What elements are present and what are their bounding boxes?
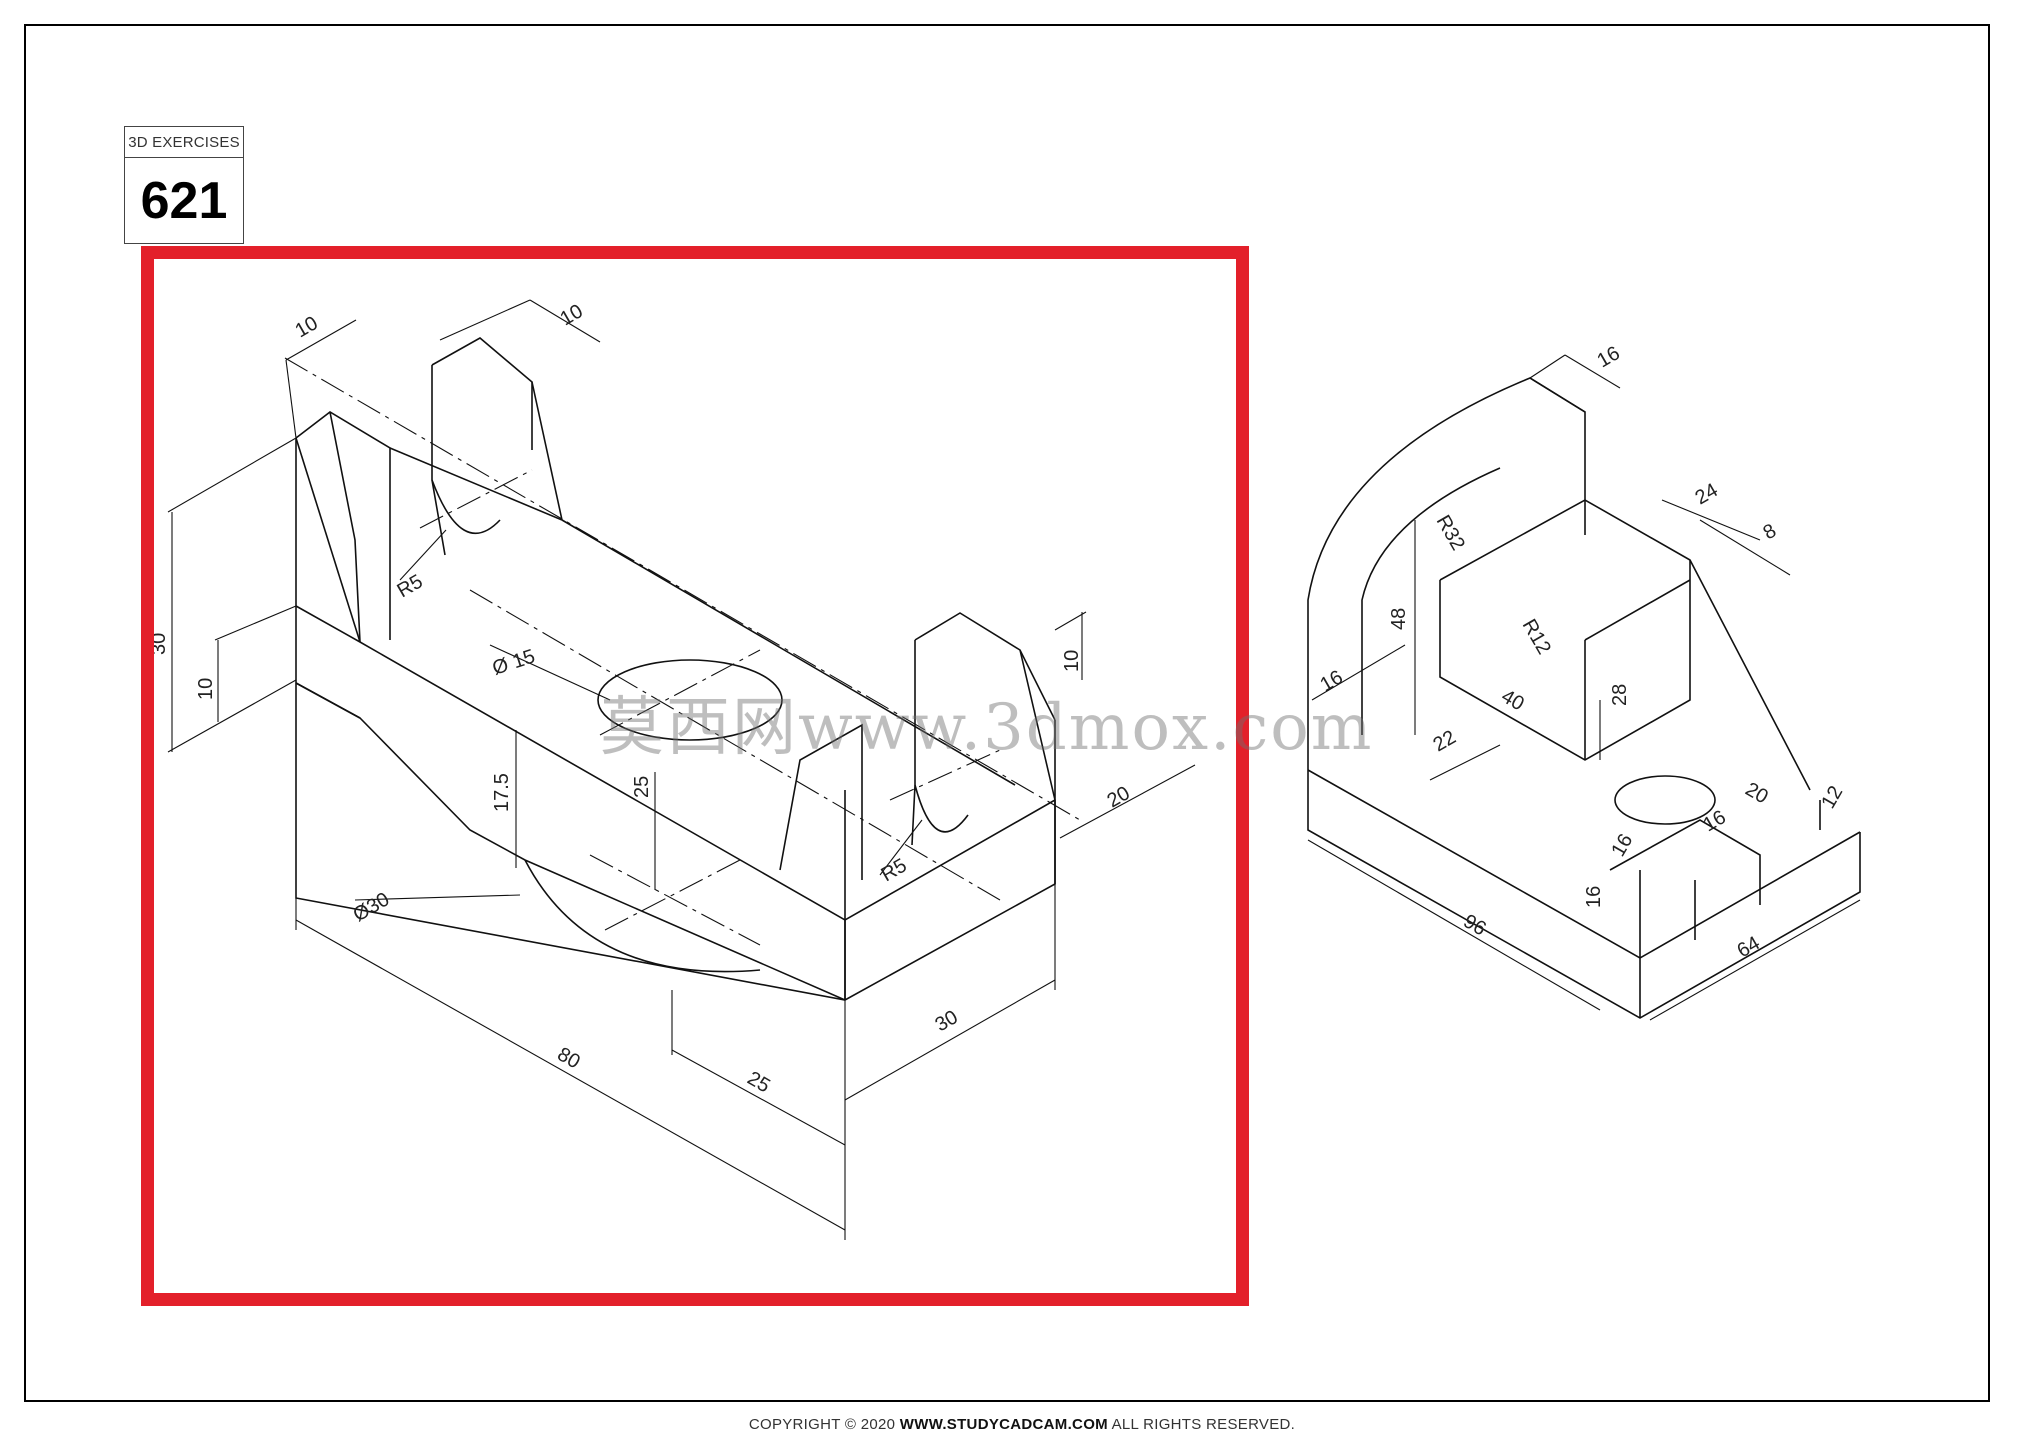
dim-label: R32 [1432, 512, 1469, 555]
dim-label: 16 [1607, 830, 1637, 860]
dim-label: 22 [1430, 726, 1460, 756]
exercise-number: 621 [140, 172, 228, 230]
sheet-border [24, 24, 1990, 1402]
copyright-suffix: ALL RIGHTS RESERVED. [1107, 1416, 1296, 1433]
left-dimension-lines [167, 299, 1196, 1240]
copyright-footer: COPYRIGHT © 2020 WWW.STUDYCADCAM.COM ALL… [0, 1416, 2044, 1433]
dim-label: 40 [1498, 685, 1528, 715]
dim-label: 17.5 [491, 773, 513, 812]
dim-label: 20 [1742, 778, 1772, 808]
dim-label: 8 [1760, 520, 1781, 545]
dim-label: 10 [195, 678, 217, 700]
dim-label: 25 [631, 776, 653, 798]
dim-label: 28 [1609, 684, 1631, 706]
copyright-site: WWW.STUDYCADCAM.COM [899, 1416, 1108, 1433]
highlight-frame [141, 246, 1249, 1306]
dim-label: 48 [1388, 608, 1410, 630]
dim-label: 16 [1700, 806, 1730, 836]
dim-label: 12 [1817, 782, 1847, 812]
dim-label: R12 [1518, 616, 1555, 659]
right-isometric-part [1307, 377, 1861, 1019]
watermark-text: 莫西网www.3dmox.com [600, 691, 1374, 765]
left-center-lines [284, 357, 1081, 946]
dim-label: 24 [1692, 479, 1722, 509]
dim-label: 10 [1061, 650, 1083, 672]
right-dimension-labels: 16 24 8 R32 48 R12 28 40 16 22 20 12 16 … [1317, 342, 1848, 962]
exercise-category: 3D EXERCISES [125, 127, 243, 158]
exercise-label-box: 3D EXERCISES 621 [124, 126, 244, 244]
right-dimension-lines [1307, 354, 1861, 1021]
dim-label: 96 [1460, 910, 1490, 940]
copyright-prefix: COPYRIGHT © 2020 [748, 1416, 900, 1433]
dim-label: 16 [1583, 886, 1605, 908]
dim-label: 16 [1594, 342, 1624, 372]
